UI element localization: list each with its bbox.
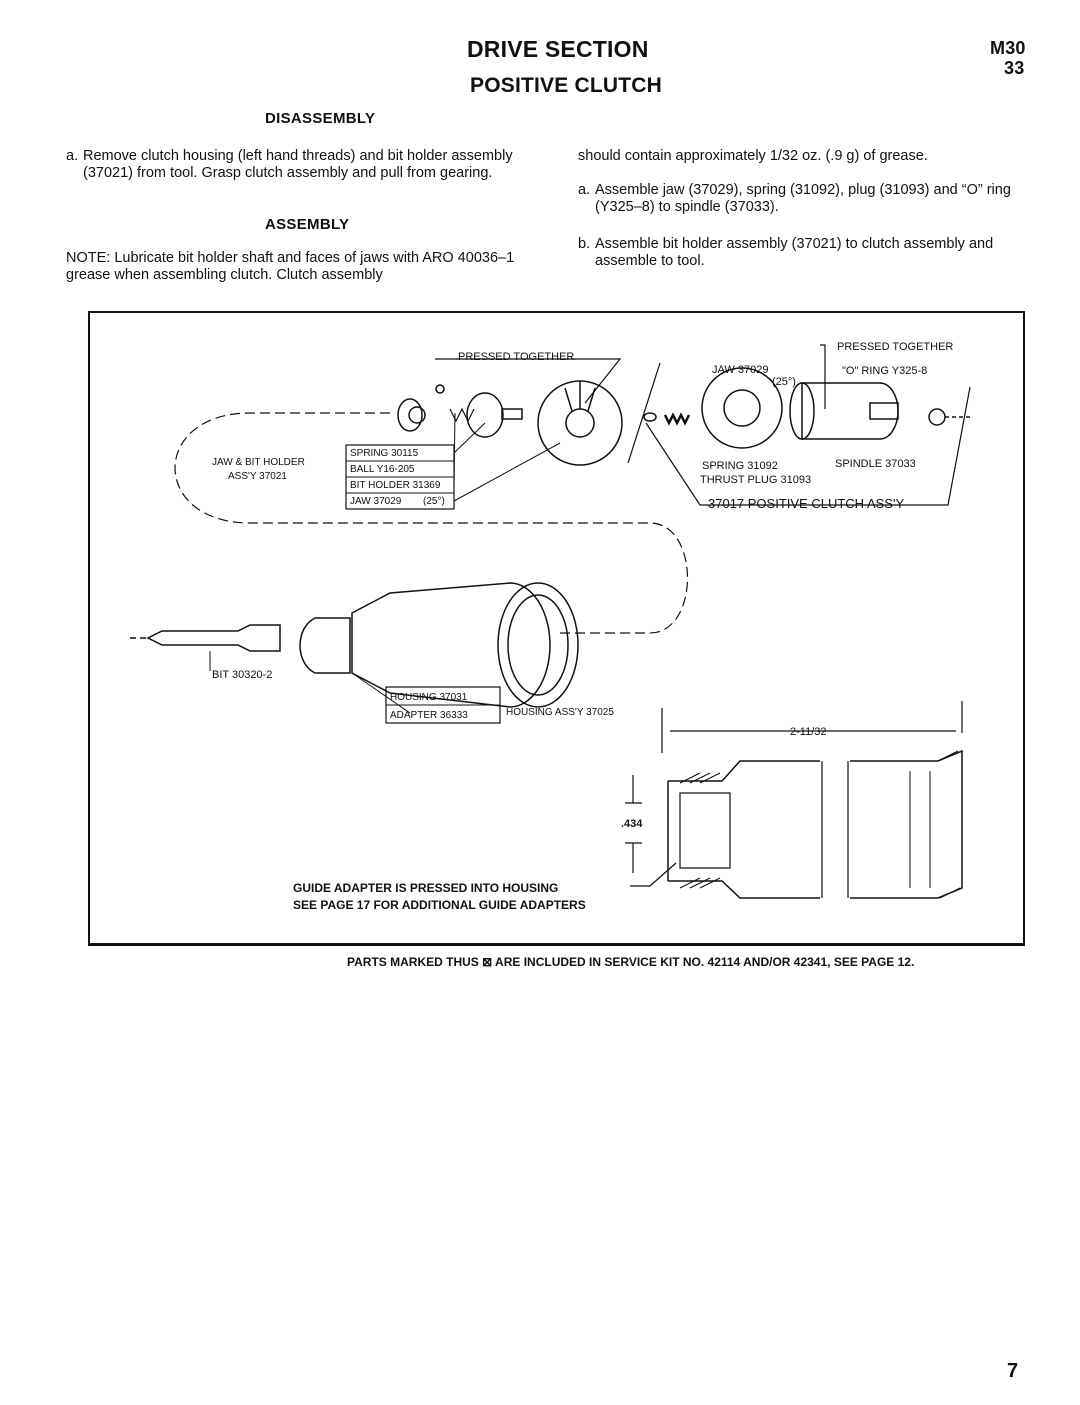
- assembly-step-a: a. Assemble jaw (37029), spring (31092),…: [578, 182, 1036, 216]
- exploded-view-drawing: PRESSED TOGETHER PRESSED TOGETHER JAW & …: [130, 341, 971, 912]
- label-pressed-together-left: PRESSED TOGETHER: [458, 351, 574, 363]
- housing-section-right: [850, 749, 963, 899]
- assembly-step-b: b. Assemble bit holder assembly (37021) …: [578, 236, 1036, 270]
- label-jaw-bit-holder-assy: ASS'Y 37021: [228, 471, 287, 482]
- label-guide-line2: SEE PAGE 17 FOR ADDITIONAL GUIDE ADAPTER…: [293, 898, 586, 912]
- label-o-ring: "O" RING Y325-8: [842, 365, 927, 377]
- label-jaw-right-angle: (25°): [772, 376, 796, 388]
- spring-part: [449, 407, 475, 423]
- thrust-plug: [643, 412, 657, 422]
- label-jaw-angle: (25°): [423, 496, 445, 507]
- assembly-path-loop: [174, 412, 688, 634]
- model-code: M30: [990, 38, 1026, 58]
- housing-mouth: [497, 582, 579, 708]
- clutch-jaw: [701, 367, 783, 449]
- service-kit-note: PARTS MARKED THUS ⊠ ARE INCLUDED IN SERV…: [347, 955, 915, 969]
- label-guide-line1: GUIDE ADAPTER IS PRESSED INTO HOUSING: [293, 881, 558, 895]
- spring-31092: [663, 412, 691, 426]
- assembly-heading: ASSEMBLY: [265, 216, 350, 233]
- label-dim-dia: .434: [621, 818, 643, 830]
- assembly-note-part2: should contain approximately 1/32 oz. (.…: [578, 148, 928, 164]
- disassembly-step-a: a. Remove clutch housing (left hand thre…: [66, 148, 556, 182]
- page-title: DRIVE SECTION: [467, 36, 649, 62]
- page-number: 7: [1007, 1360, 1019, 1382]
- exploded-view-figure: PRESSED TOGETHER PRESSED TOGETHER JAW & …: [88, 311, 1025, 946]
- step-label: a.: [66, 148, 79, 164]
- label-thrust-plug: THRUST PLUG 31093: [700, 474, 811, 486]
- label-jaw-37029: JAW 37029: [350, 496, 402, 507]
- page-subtitle: POSITIVE CLUTCH: [470, 74, 663, 97]
- disassembly-heading: DISASSEMBLY: [265, 110, 376, 127]
- guide-adapter-section: [667, 760, 820, 899]
- spindle-tip: [869, 402, 899, 420]
- label-jaw-bit-holder: JAW & BIT HOLDER: [212, 457, 305, 468]
- label-adapter: ADAPTER 36333: [390, 710, 468, 721]
- adapter-36333: [299, 617, 351, 674]
- jaw-part-inner: [408, 406, 426, 424]
- bit-30320-2: [146, 624, 281, 652]
- ball-part: [435, 384, 445, 394]
- assembly-note-part1: NOTE: Lubricate bit holder shaft and fac…: [66, 250, 515, 283]
- label-housing-assy: HOUSING ASS'Y 37025: [506, 707, 614, 718]
- label-bit: BIT 30320-2: [212, 669, 272, 681]
- bit-holder-shaft: [501, 408, 523, 420]
- clutch-jaw-bore: [723, 389, 761, 427]
- label-dim-length: 2-11/32: [790, 726, 827, 738]
- label-ball: BALL Y16-205: [350, 464, 415, 475]
- o-ring: [928, 408, 946, 426]
- label-spindle: SPINDLE 37033: [835, 458, 916, 470]
- step-label: a.: [578, 182, 591, 198]
- label-spring-31092: SPRING 31092: [702, 460, 778, 472]
- section-number: 33: [1004, 58, 1025, 78]
- jaw-part: [397, 398, 423, 432]
- spindle-37033: [801, 382, 899, 440]
- step-text: Assemble jaw (37029), spring (31092), pl…: [595, 182, 1011, 215]
- housing-37031: [351, 582, 551, 708]
- label-housing: HOUSING 37031: [390, 692, 468, 703]
- label-jaw-right: JAW 37029: [712, 364, 768, 376]
- label-clutch-assy: 37017 POSITIVE CLUTCH ASS'Y: [708, 496, 904, 511]
- jaw-37029-bore: [565, 408, 595, 438]
- label-spring-30115: SPRING 30115: [350, 448, 419, 459]
- label-bit-holder: BIT HOLDER 31369: [350, 480, 441, 491]
- step-text: Remove clutch housing (left hand threads…: [83, 148, 513, 181]
- step-label: b.: [578, 236, 591, 252]
- bit-holder-part: [466, 392, 504, 438]
- label-pressed-together-right: PRESSED TOGETHER: [837, 341, 953, 353]
- step-text: Assemble bit holder assembly (37021) to …: [595, 236, 994, 269]
